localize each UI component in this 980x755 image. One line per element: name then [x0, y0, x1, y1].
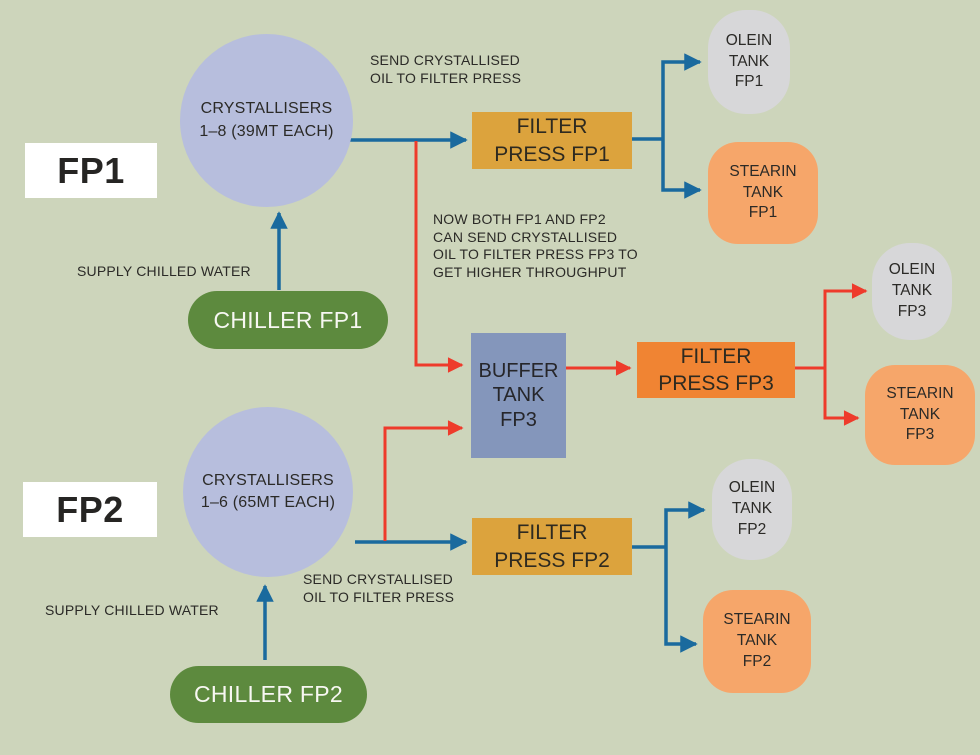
buffer-tank-fp3-node: BUFFER TANK FP3: [471, 333, 566, 458]
fp1-section-label: FP1: [25, 143, 157, 198]
fp1-filter-press-node: FILTER PRESS FP1: [472, 112, 632, 169]
fp2-section-label: FP2: [23, 482, 157, 537]
fp3-filter-press-node: FILTER PRESS FP3: [637, 342, 795, 398]
fp2-send-oil-note: SEND CRYSTALLISED OIL TO FILTER PRESS: [303, 571, 455, 606]
fp3-split-to-olein-arrow: [823, 283, 868, 368]
fp2-olein-tank-node: OLEIN TANK FP2: [712, 459, 792, 560]
fp1-split-to-olein-arrow: [661, 53, 702, 139]
fp2-branch-to-buffer-arrow: [383, 420, 464, 541]
fp2-supply-water-note: SUPPLY CHILLED WATER: [45, 602, 219, 618]
fp3-olein-tank-node: OLEIN TANK FP3: [872, 243, 952, 340]
fp1-crystallisers-node: CRYSTALLISERS 1–8 (39MT EACH): [180, 34, 353, 207]
now-both-fp3-note: NOW BOTH FP1 AND FP2 CAN SEND CRYSTALLIS…: [433, 211, 638, 280]
fp2-split-to-stearin-arrow: [664, 547, 698, 653]
fp2-filter-press-node: FILTER PRESS FP2: [472, 518, 632, 575]
fp2-split-to-olein-arrow: [664, 501, 706, 547]
fp2-crystallisers-node: CRYSTALLISERS 1–6 (65MT EACH): [183, 407, 353, 577]
fp3-stearin-tank-node: STEARIN TANK FP3: [865, 365, 975, 465]
fp1-send-oil-note: SEND CRYSTALLISED OIL TO FILTER PRESS: [370, 52, 522, 87]
fp2-chiller-node: CHILLER FP2: [170, 666, 367, 723]
fp1-split-to-stearin-arrow: [661, 139, 702, 199]
fp2-stearin-tank-node: STEARIN TANK FP2: [703, 590, 811, 693]
fp3-split-to-stearin-arrow: [823, 368, 860, 426]
fp1-olein-tank-node: OLEIN TANK FP1: [708, 10, 790, 114]
fp1-stearin-tank-node: STEARIN TANK FP1: [708, 142, 818, 244]
fp1-chiller-node: CHILLER FP1: [188, 291, 388, 349]
fp1-supply-water-note: SUPPLY CHILLED WATER: [77, 263, 251, 279]
